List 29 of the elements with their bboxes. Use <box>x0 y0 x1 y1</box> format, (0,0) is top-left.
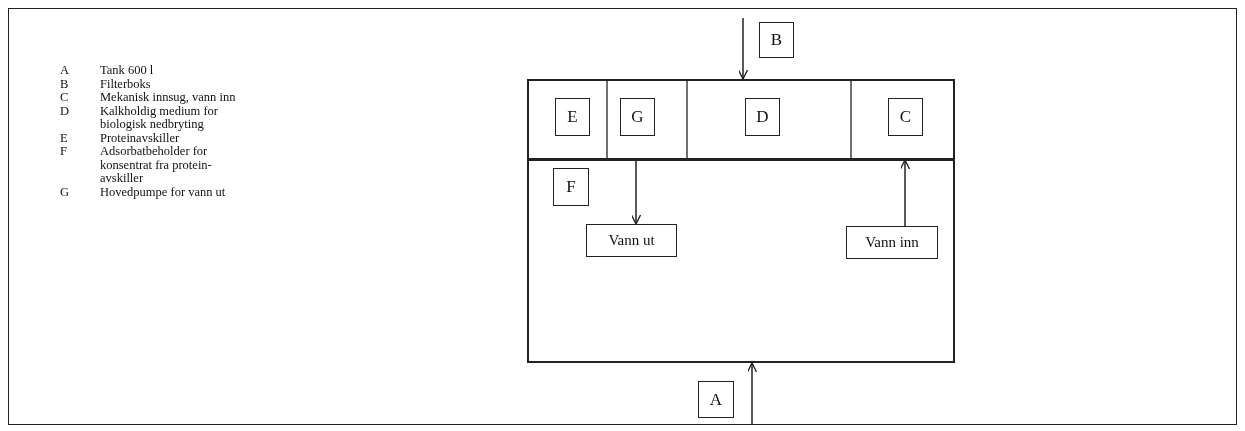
legend-letter: E <box>60 131 68 145</box>
filter-compartment <box>527 79 955 160</box>
arrow <box>746 362 758 425</box>
letter-box: B <box>759 22 794 58</box>
tank <box>527 159 955 363</box>
letter-box: E <box>555 98 590 136</box>
legend-letter: B <box>60 77 69 91</box>
letter-box: G <box>620 98 655 136</box>
legend-description: Hovedpumpe for vann ut <box>100 185 227 199</box>
letter-box: A <box>698 381 734 418</box>
legend-letter: G <box>60 185 70 199</box>
arrow <box>630 159 642 225</box>
letter-box: F <box>553 168 589 206</box>
legend-description: Proteinavskiller <box>100 131 180 145</box>
legend-description: Mekanisk innsug, vann inn <box>100 91 237 105</box>
arrow <box>737 17 749 80</box>
label-box: Vann ut <box>586 224 677 257</box>
legend-description: Filterboks <box>100 77 152 91</box>
legend-description: Tank 600 l <box>100 64 155 78</box>
legend-letter: A <box>60 64 70 78</box>
label-box: Vann inn <box>846 226 938 259</box>
letter-box: C <box>888 98 923 136</box>
legend-letter: D <box>60 104 70 118</box>
legend-description: Kalkholdig medium for biologisk nedbryting <box>100 104 220 132</box>
arrow <box>899 159 911 227</box>
letter-box: D <box>745 98 780 136</box>
legend-letter: F <box>60 145 67 159</box>
legend-description: Adsorbatbeholder for konsentrat fra protein-avskiller <box>100 145 213 186</box>
legend-letter: C <box>60 91 69 105</box>
